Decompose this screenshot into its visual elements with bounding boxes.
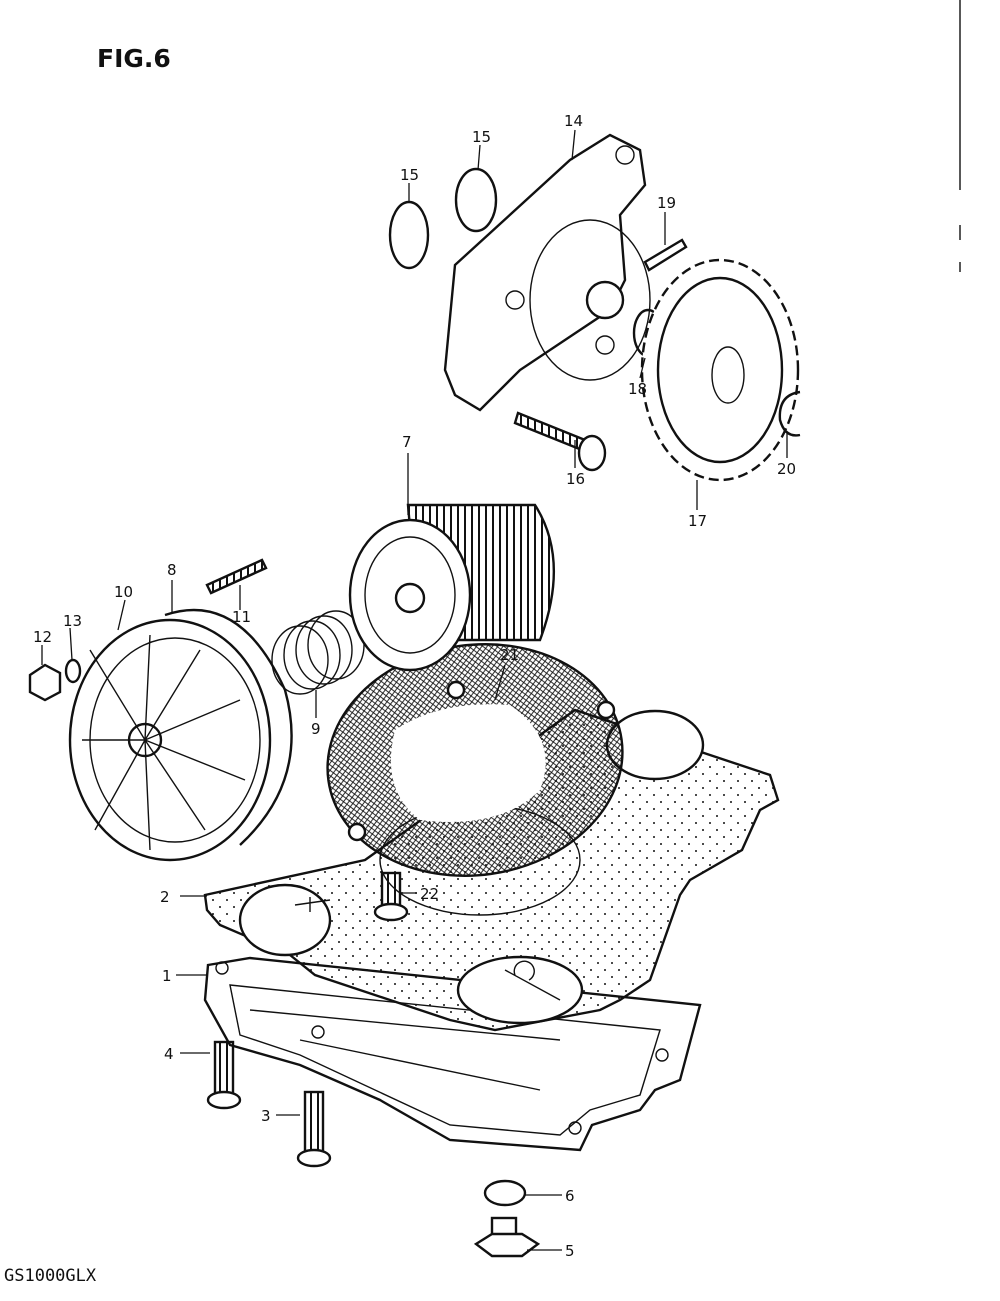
- callout-15-right: 15: [472, 128, 491, 146]
- drain-washer: [483, 1179, 527, 1207]
- model-code: GS1000GLX: [4, 1266, 97, 1286]
- callout-11: 11: [232, 608, 251, 626]
- callout-6: 6: [565, 1187, 575, 1205]
- callout-16: 16: [566, 470, 585, 488]
- callout-1: 1: [162, 967, 172, 985]
- callout-21: 21: [500, 646, 519, 664]
- bolt-22: [373, 871, 409, 922]
- oil-strainer-screen: [326, 643, 624, 877]
- oil-filter-element: [348, 503, 556, 672]
- o-ring-15-right: [454, 167, 498, 233]
- bolt-3: [296, 1090, 332, 1168]
- callout-17: 17: [688, 512, 707, 530]
- callout-14: 14: [564, 112, 583, 130]
- oil-pump-body: [443, 133, 651, 412]
- callout-5: 5: [565, 1242, 575, 1260]
- callout-18: 18: [628, 380, 647, 398]
- callout-9: 9: [311, 720, 321, 738]
- circlip-20: [778, 390, 801, 437]
- figure-title: FIG.6: [97, 44, 171, 73]
- callout-7: 7: [402, 433, 412, 451]
- drain-plug: [473, 1216, 541, 1258]
- callout-labels: 1 2 3 4 5 6 7 8 9 10 11 12 13 14 15 15 1…: [33, 112, 796, 1260]
- leader-lines: [41, 129, 788, 1251]
- filter-spring: [271, 610, 365, 695]
- o-ring-15-left: [388, 200, 430, 270]
- callout-20: 20: [777, 460, 796, 478]
- callout-13: 13: [63, 612, 82, 630]
- oil-filter-cap: [68, 618, 272, 862]
- callout-3: 3: [261, 1107, 271, 1125]
- callout-19: 19: [657, 194, 676, 212]
- stud-bolt: [205, 558, 268, 595]
- callout-2: 2: [160, 888, 170, 906]
- callout-4: 4: [164, 1045, 174, 1063]
- callout-10: 10: [114, 583, 133, 601]
- o-ring-8: [164, 608, 293, 846]
- oil-pump-gear: [640, 258, 800, 482]
- callout-15-left: 15: [400, 166, 419, 184]
- callout-12: 12: [33, 628, 52, 646]
- bolt-4: [206, 1040, 242, 1110]
- callout-8: 8: [167, 561, 177, 579]
- pin-19: [643, 238, 688, 272]
- bolt-16: [513, 411, 607, 472]
- washer-13: [64, 658, 82, 684]
- cap-nut: [28, 663, 62, 702]
- callout-22: 22: [420, 885, 439, 903]
